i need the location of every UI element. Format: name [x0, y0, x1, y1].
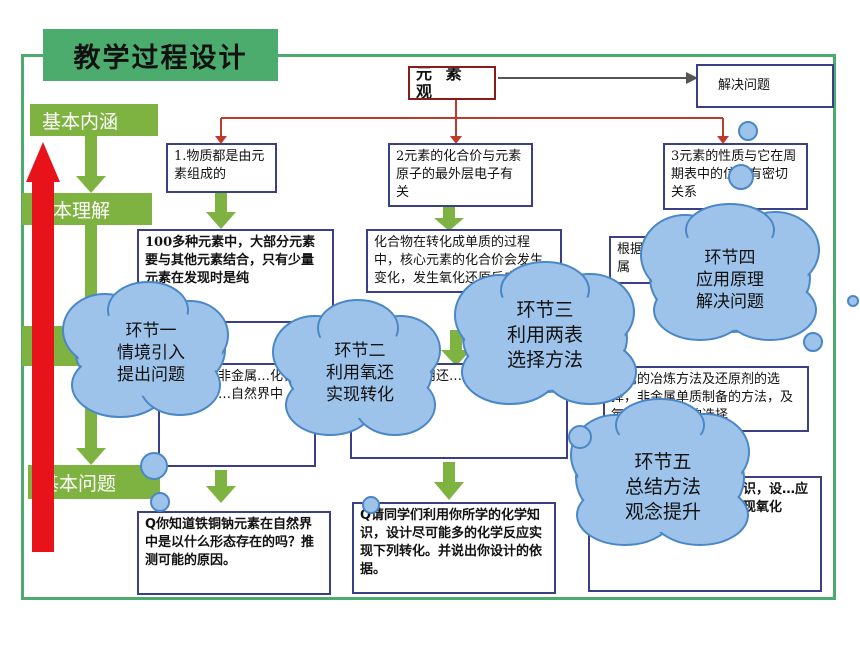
level-arrow-shaft	[85, 136, 97, 176]
cloud-stage-4	[640, 121, 859, 352]
cloud-label: 环节四	[704, 248, 756, 268]
cloud-label: 解决问题	[696, 292, 764, 312]
cloud-label: 情境引入	[117, 343, 185, 363]
cloud-label: 观念提升	[624, 501, 701, 523]
element-view-box: 元 素 观	[408, 66, 496, 100]
cloud-label: 环节五	[634, 451, 692, 473]
cloud-stage-2	[272, 299, 441, 514]
solve-problem-box: 解决问题	[696, 64, 834, 108]
understanding-box-1: 100多种元素中，大部分元素要与其他元素结合，只有少量元素在发现时是纯	[137, 229, 334, 323]
cloud-label: 利用两表	[506, 324, 583, 346]
cloud-label: 环节三	[516, 299, 574, 321]
page-title: 教学过程设计	[43, 29, 278, 81]
big-up-arrow-shaft	[32, 180, 54, 552]
cloud-stage-1-text: 环节一 情境引入 提出问题	[86, 320, 216, 386]
cloud-label: 选择方法	[506, 349, 583, 371]
cloud-label: 利用氧还	[326, 363, 394, 383]
big-up-arrow-head	[26, 142, 60, 182]
cloud-label: 环节二	[334, 341, 386, 361]
level-arrow-head	[76, 176, 106, 193]
cloud-label: 提出问题	[117, 365, 185, 385]
cloud-stage-5	[568, 398, 750, 546]
cloud-label: 总结方法	[624, 476, 701, 498]
cloud-stage-3	[454, 261, 637, 405]
cloud-label: 实现转化	[326, 385, 394, 405]
cloud-stage-4-text: 环节四 应用原理 解决问题	[665, 247, 795, 313]
cloud-stage-5-text: 环节五 总结方法 观念提升	[598, 450, 728, 525]
principle-box-2: 2元素的化合价与元素原子的最外层电子有关	[388, 143, 533, 207]
question-box-2: Q请同学们利用你所学的化学知识，设计尽可能多的化学反应实现下列转化。并说出你设计…	[352, 502, 556, 594]
question-box-1: Q你知道铁铜钠元素在自然界中是以什么形态存在的吗？推测可能的原因。	[137, 511, 331, 595]
cloud-label: 应用原理	[696, 270, 764, 290]
level-arrow-shaft	[85, 225, 97, 315]
cloud-label: 环节一	[125, 321, 177, 341]
cloud-stage-2-text: 环节二 利用氧还 实现转化	[295, 340, 425, 406]
principle-box-1: 1.物质都是由元素组成的	[166, 143, 277, 193]
cloud-stage-1	[62, 281, 229, 512]
level-basic-connotation: 基本内涵	[30, 104, 158, 136]
level-arrow-head	[76, 448, 106, 465]
cloud-stage-3-text: 环节三 利用两表 选择方法	[480, 298, 610, 373]
